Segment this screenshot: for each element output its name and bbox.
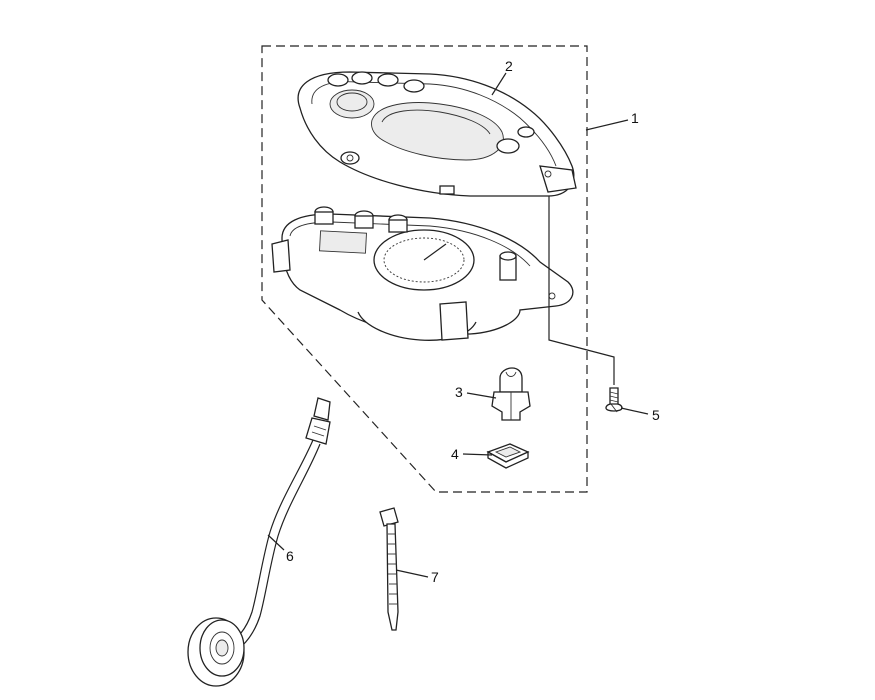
callout-6: 6 [286, 548, 294, 564]
callout-2: 2 [505, 58, 513, 74]
screw-part [605, 387, 623, 413]
cable-tie-part [379, 507, 399, 631]
leader-3 [466, 392, 497, 399]
leader-2 [491, 72, 507, 96]
leader-4 [462, 453, 493, 456]
meter-body-part [271, 206, 574, 341]
meter-cover-part [297, 71, 577, 197]
grommet-part [486, 443, 530, 469]
callout-4: 4 [451, 446, 459, 462]
callout-1: 1 [631, 110, 639, 126]
bulb-socket-part [491, 367, 531, 421]
leader-5 [620, 407, 649, 415]
callout-5: 5 [652, 407, 660, 423]
leader-1 [585, 119, 629, 131]
screw-path-line [548, 196, 615, 385]
assembly-boundary [261, 45, 588, 493]
sensor-cable-part [187, 397, 331, 687]
callout-3: 3 [455, 384, 463, 400]
callout-7: 7 [431, 569, 439, 585]
leader-7 [395, 569, 429, 578]
leader-6 [267, 534, 285, 551]
